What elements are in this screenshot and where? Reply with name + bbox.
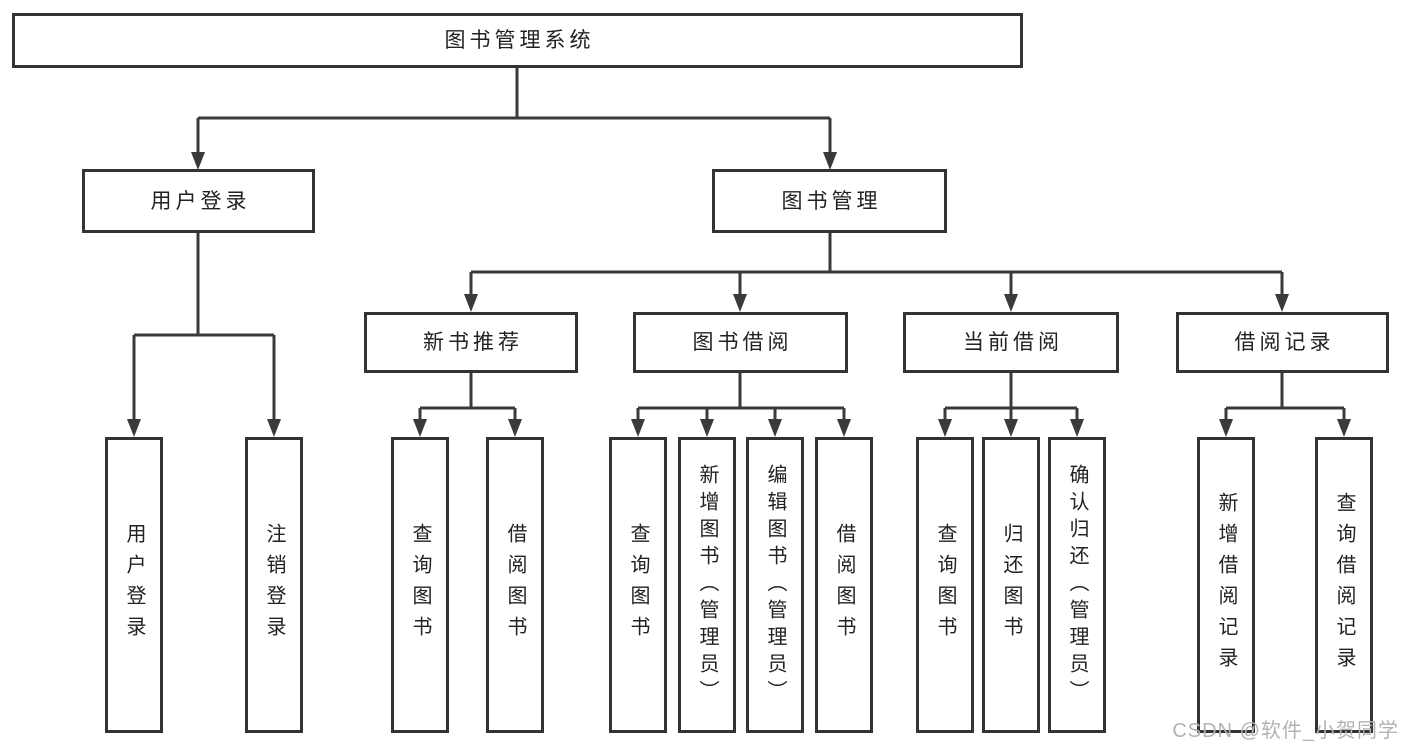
node-leaf-add-borrow-record: 新增借阅记录 [1197,437,1255,733]
node-root: 图书管理系统 [12,13,1023,68]
node-branch-book-management-label: 图书管理 [781,189,882,213]
node-leaf-edit-book-admin: 编辑图书（管理员） [746,437,804,733]
node-root-label: 图书管理系统 [444,29,595,52]
node-leaf-query-borrow-record-label: 查询借阅记录 [1333,492,1355,678]
node-leaf-user-login-label: 用户登录 [123,523,145,647]
node-leaf-query-books-borrow-label: 查询图书 [627,523,649,647]
node-leaf-borrow-books: 借阅图书 [815,437,873,733]
connector-root [191,68,837,170]
node-borrow-records: 借阅记录 [1176,312,1389,373]
node-book-borrow-label: 图书借阅 [692,331,793,354]
node-leaf-user-login: 用户登录 [105,437,163,733]
node-leaf-logout: 注销登录 [245,437,303,733]
node-leaf-borrow-books-recommend: 借阅图书 [486,437,544,733]
connector-current-borrow [938,373,1084,437]
node-leaf-query-borrow-record: 查询借阅记录 [1315,437,1373,733]
node-branch-user-login: 用户登录 [82,169,315,233]
node-new-book-recommend: 新书推荐 [364,312,578,373]
node-leaf-query-books-current-label: 查询图书 [934,523,956,647]
node-leaf-query-books-recommend-label: 查询图书 [409,523,431,647]
node-new-book-recommend-label: 新书推荐 [423,331,523,354]
watermark: CSDN @软件_小贺同学 [1172,720,1399,742]
node-leaf-confirm-return-admin: 确认归还（管理员） [1048,437,1106,733]
node-current-borrow-label: 当前借阅 [963,331,1063,354]
node-leaf-return-book-label: 归还图书 [1000,523,1022,647]
node-leaf-return-book: 归还图书 [982,437,1040,733]
node-leaf-add-borrow-record-label: 新增借阅记录 [1215,492,1237,678]
connector-book-management-branch [464,233,1289,312]
node-current-borrow: 当前借阅 [903,312,1119,373]
node-branch-book-management: 图书管理 [712,169,947,233]
node-leaf-query-books-recommend: 查询图书 [391,437,449,733]
node-leaf-confirm-return-admin-label: 确认归还（管理员） [1066,463,1088,707]
node-leaf-borrow-books-recommend-label: 借阅图书 [504,523,526,647]
node-branch-user-login-label: 用户登录 [150,189,251,213]
node-leaf-query-books-current: 查询图书 [916,437,974,733]
node-leaf-add-book-admin-label: 新增图书（管理员） [696,463,718,707]
node-leaf-logout-label: 注销登录 [263,523,285,647]
connector-borrow-records [1219,373,1351,437]
node-leaf-borrow-books-label: 借阅图书 [833,523,855,647]
node-book-borrow: 图书借阅 [633,312,848,373]
node-leaf-query-books-borrow: 查询图书 [609,437,667,733]
connector-new-book-recommend [413,373,522,437]
node-borrow-records-label: 借阅记录 [1234,331,1335,354]
connector-user-login-branch [127,233,281,437]
connector-book-borrow [631,373,851,437]
node-leaf-add-book-admin: 新增图书（管理员） [678,437,736,733]
node-leaf-edit-book-admin-label: 编辑图书（管理员） [764,463,786,707]
